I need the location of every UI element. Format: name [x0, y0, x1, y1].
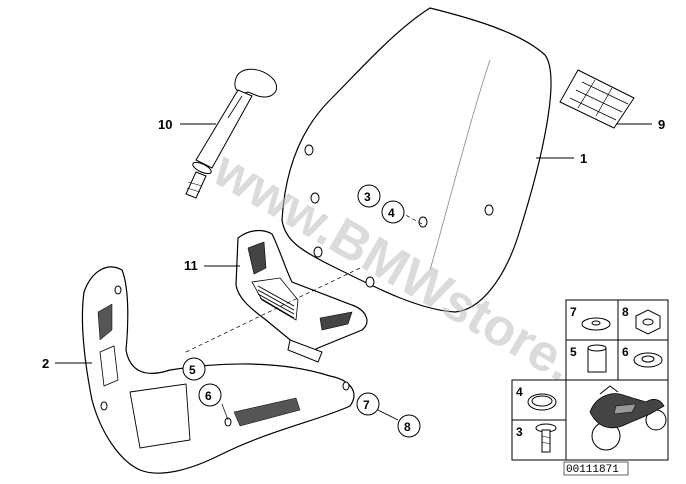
decal-sheet-part: [559, 69, 635, 129]
catalog-code: 00111871: [566, 464, 619, 476]
circle-4: 4: [388, 206, 395, 220]
circle-7: 7: [363, 398, 370, 412]
adjuster-knob-part: [185, 68, 278, 199]
assembly-leader-lines: [185, 211, 423, 421]
hardware-legend-grid: 7 8 5 6 4 3: [511, 299, 669, 476]
fairing-trim-part: [81, 266, 355, 474]
hex-nut-icon: [635, 309, 661, 335]
legend-4: 4: [516, 385, 523, 399]
callout-10: 10: [158, 117, 172, 132]
mounting-bracket-part: [235, 229, 368, 363]
rubber-ring-icon: [527, 393, 557, 411]
circle-3-ring: [357, 184, 381, 208]
washer-icon: [581, 317, 611, 331]
callout-1: 1: [580, 151, 587, 166]
callout-2: 2: [42, 356, 49, 371]
circle-3: 3: [364, 190, 371, 204]
circled-callouts: 3 4 5 6 7 8: [182, 184, 421, 438]
grommet-icon: [633, 352, 663, 368]
circle-5-ring: [182, 357, 206, 381]
circle-7-ring: [356, 392, 380, 416]
screw-icon: [535, 423, 557, 453]
circle-8-ring: [397, 414, 421, 438]
sleeve-icon: [587, 344, 607, 373]
circle-6: 6: [205, 389, 212, 403]
callout-labels: 10 9 1 11 2: [42, 117, 665, 371]
circle-8: 8: [404, 420, 411, 434]
circle-5: 5: [189, 363, 196, 377]
circle-4-ring: [381, 200, 405, 224]
callout-9: 9: [658, 117, 665, 132]
windscreen-part: [281, 7, 552, 313]
legend-5: 5: [570, 345, 577, 359]
legend-6: 6: [622, 345, 629, 359]
catalog-code-box: [563, 461, 629, 476]
circle-6-ring: [198, 383, 222, 407]
legend-7: 7: [570, 305, 577, 319]
legend-3: 3: [516, 425, 523, 439]
motorcycle-icon: [589, 385, 667, 451]
callout-11: 11: [184, 258, 198, 273]
legend-8: 8: [622, 305, 629, 319]
